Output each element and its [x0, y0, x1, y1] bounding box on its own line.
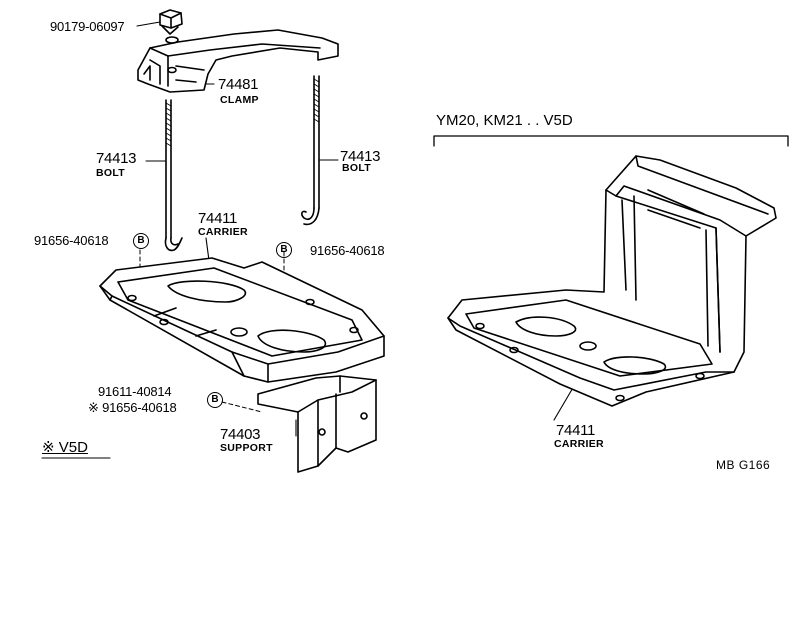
support-part-name: SUPPORT: [220, 442, 273, 454]
support-bolt-v5d-part-number: ※ 91656-40618: [88, 400, 177, 415]
callout-b-left: B: [133, 233, 149, 249]
clamp-part-name: CLAMP: [220, 94, 259, 106]
carrier-right-part-name: CARRIER: [554, 438, 604, 450]
nut-part-number: 90179-06097: [50, 19, 125, 34]
bolt-right-part-number: 74413: [340, 148, 381, 165]
carrier-left-part-number: 74411: [198, 210, 238, 227]
callout-b-support: B: [207, 392, 223, 408]
support-part-number: 74403: [220, 426, 261, 443]
bolt-b-right-part-number: 91656-40618: [310, 243, 385, 258]
clamp-drawing: [137, 29, 339, 93]
v5d-legend: ※ V5D: [42, 439, 88, 456]
carrier-left-part-name: CARRIER: [198, 226, 248, 238]
support-bolt-part-number: 91611-40814: [98, 384, 172, 399]
bolt-right-part-name: BOLT: [342, 162, 371, 174]
support-drawing: [257, 375, 377, 473]
bolt-b-left-part-number: 91656-40618: [34, 233, 109, 248]
leader-lines: [136, 21, 575, 437]
callout-b-right: B: [276, 242, 292, 258]
bolt-left-part-number: 74413: [96, 150, 137, 167]
nut-drawing: [159, 9, 183, 35]
carrier-right-drawing: [447, 155, 777, 407]
bolt-right-drawing: [301, 75, 320, 226]
drawing-code: MB G166: [716, 458, 771, 472]
bolt-left-drawing: [164, 99, 183, 252]
clamp-part-number: 74481: [218, 76, 259, 93]
carrier-left-drawing: [99, 257, 385, 383]
variant-bracket: [433, 135, 789, 147]
variant-header: YM20, KM21 . . V5D: [436, 112, 573, 129]
bolt-left-part-name: BOLT: [96, 167, 125, 179]
carrier-right-part-number: 74411: [556, 422, 596, 439]
